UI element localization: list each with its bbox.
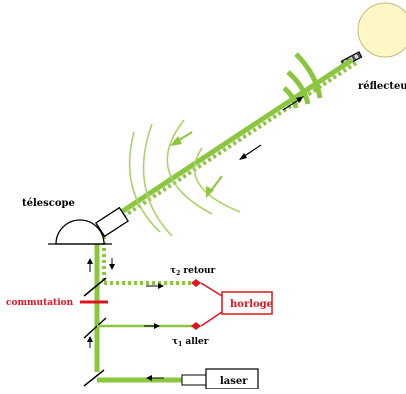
wave-front-2 [286,70,311,105]
beam-arrow-up-outbound [282,96,304,111]
clock-label: horloge [230,299,273,310]
wave-front-1 [294,52,323,99]
wave-front-6 [166,119,213,215]
mirror-middle [83,317,107,339]
wave-front-4 [142,123,173,237]
clock-link-outbound [200,311,223,327]
beam-arrow-down-return [239,144,262,160]
telescope-label: télescope [22,198,75,209]
wave-arrow-lower [206,175,223,198]
outbound-time-label: τ1 aller [172,337,209,348]
outbound-detector [191,322,201,330]
wave-front-5 [128,131,161,233]
switching-label: commutation [6,298,74,308]
laser-icon [181,368,259,390]
vertical-arrow-up [87,258,93,272]
wave-arrow-upper [170,131,193,146]
laser-arrow [146,375,164,381]
clock-box [221,291,273,315]
laser-label: laser [220,376,248,387]
vertical-arrow-up-lower [87,336,93,348]
return-detector [191,279,201,287]
mirror-upper [83,277,107,297]
mirror-lower [83,369,105,387]
outbound-branch-arrow [144,323,160,329]
telescope-icon [48,206,129,245]
moon [357,2,406,58]
wave-front-3 [282,86,299,109]
vertical-arrow-down [109,258,115,270]
return-branch-arrow [146,283,164,289]
return-time-label: τ2 retour [170,266,216,277]
wave-front-7 [193,147,241,213]
reflector-label: réflecteur [358,81,406,92]
clock-link-return [200,282,223,297]
